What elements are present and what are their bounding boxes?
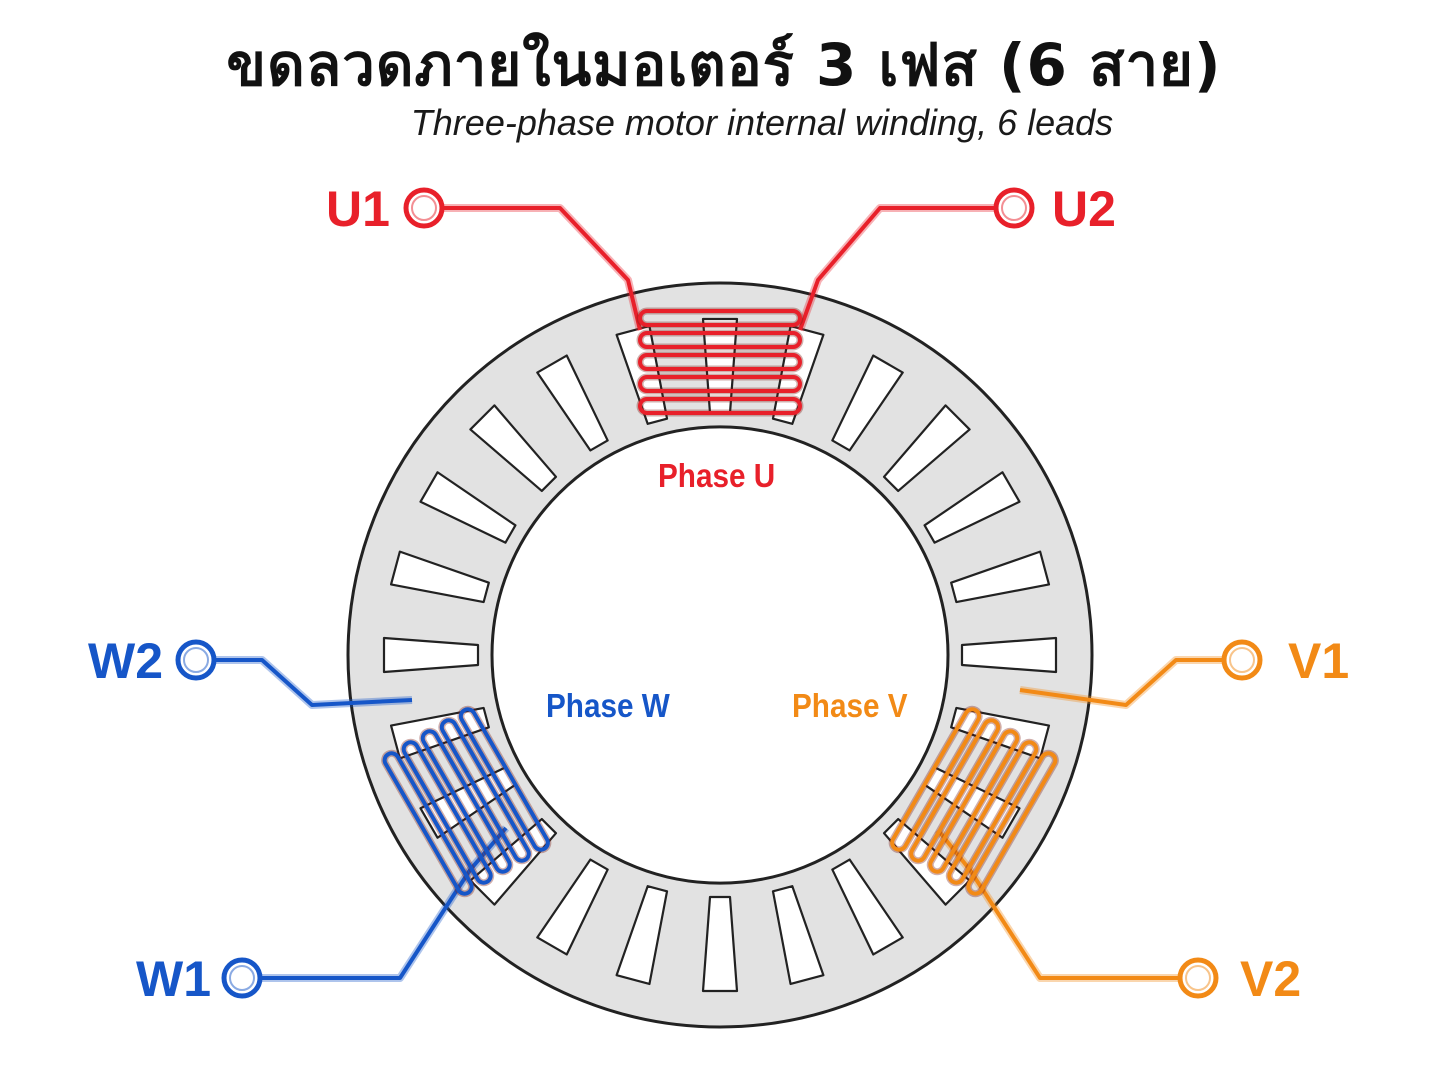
coil-turn <box>890 707 982 852</box>
coil-turn <box>638 375 802 393</box>
coil-turn <box>401 740 493 885</box>
wire-u2 <box>798 206 1004 331</box>
terminal-u2-inner <box>1001 195 1027 221</box>
page-title: ขดลวดภายในมอเตอร์ 3 เฟส (6 สาย) <box>226 31 1222 99</box>
coil-turn <box>638 397 802 415</box>
lead-label-v1: V1 <box>1288 633 1350 689</box>
lead-label-w2: W2 <box>88 633 163 689</box>
terminal-u1-inner <box>411 195 437 221</box>
stator-slot <box>701 895 739 993</box>
stator-slot <box>382 636 480 674</box>
terminal-v2-inner <box>1185 965 1211 991</box>
terminal-w2-inner <box>183 647 209 673</box>
coil-turn <box>439 718 531 863</box>
phase-w-label: Phase W <box>546 687 670 724</box>
coil-turn <box>909 718 1001 863</box>
stator-slot <box>831 858 904 956</box>
stator-slot <box>950 550 1051 604</box>
coil-turn <box>638 331 802 349</box>
lead-label-u1: U1 <box>326 181 390 237</box>
coil-turn <box>638 353 802 371</box>
stator-core <box>346 281 1094 1029</box>
wire-v1 <box>1019 658 1224 707</box>
stator-slot <box>960 636 1058 674</box>
stator-slot <box>615 885 669 986</box>
coil-turn <box>947 740 1039 885</box>
wire-w1 <box>258 826 508 980</box>
phase-u-label: Phase U <box>658 457 776 494</box>
coil-turn <box>966 751 1058 896</box>
stator-slot <box>419 471 517 544</box>
lead-wires <box>214 204 1224 982</box>
phase-v-label: Phase V <box>792 687 908 724</box>
coil-turn <box>638 309 802 327</box>
stator-slot <box>469 404 558 493</box>
coils <box>381 307 1059 898</box>
stator-slot <box>389 550 490 604</box>
lead-label-u2: U2 <box>1052 181 1116 237</box>
stator-slot <box>771 885 825 986</box>
stator-slot <box>923 471 1021 544</box>
coil-turn <box>928 729 1020 874</box>
terminal-v1-inner <box>1229 647 1255 673</box>
phase-v-coil <box>888 705 1059 898</box>
stator-slot <box>536 354 609 452</box>
lead-terminals <box>175 187 1263 999</box>
terminal-w1-inner <box>229 965 255 991</box>
coil-turn <box>420 729 512 874</box>
stator-slot <box>882 404 971 493</box>
coil-turn <box>458 707 550 852</box>
lead-label-v2: V2 <box>1240 951 1302 1007</box>
lead-label-w1: W1 <box>136 951 211 1007</box>
page-subtitle: Three-phase motor internal winding, 6 le… <box>410 102 1114 143</box>
phase-u-coil <box>636 307 804 417</box>
stator-slot <box>536 858 609 956</box>
wire-u1 <box>432 206 642 331</box>
stator-slot <box>831 354 904 452</box>
coil-turn <box>382 751 474 896</box>
wire-w2 <box>214 658 413 707</box>
phase-w-coil <box>381 705 552 898</box>
